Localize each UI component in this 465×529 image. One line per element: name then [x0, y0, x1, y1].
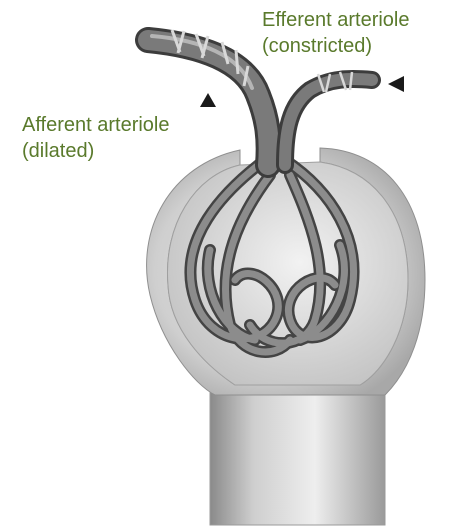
afferent-label-line1: Afferent arteriole	[22, 113, 170, 137]
efferent-arrow-icon	[388, 76, 404, 92]
efferent-label-line1: Efferent arteriole	[262, 8, 410, 32]
efferent-label-line2: (constricted)	[262, 34, 372, 58]
proximal-tubule	[210, 380, 385, 525]
afferent-arrow-icon	[200, 93, 216, 107]
afferent-label-line2: (dilated)	[22, 139, 94, 163]
